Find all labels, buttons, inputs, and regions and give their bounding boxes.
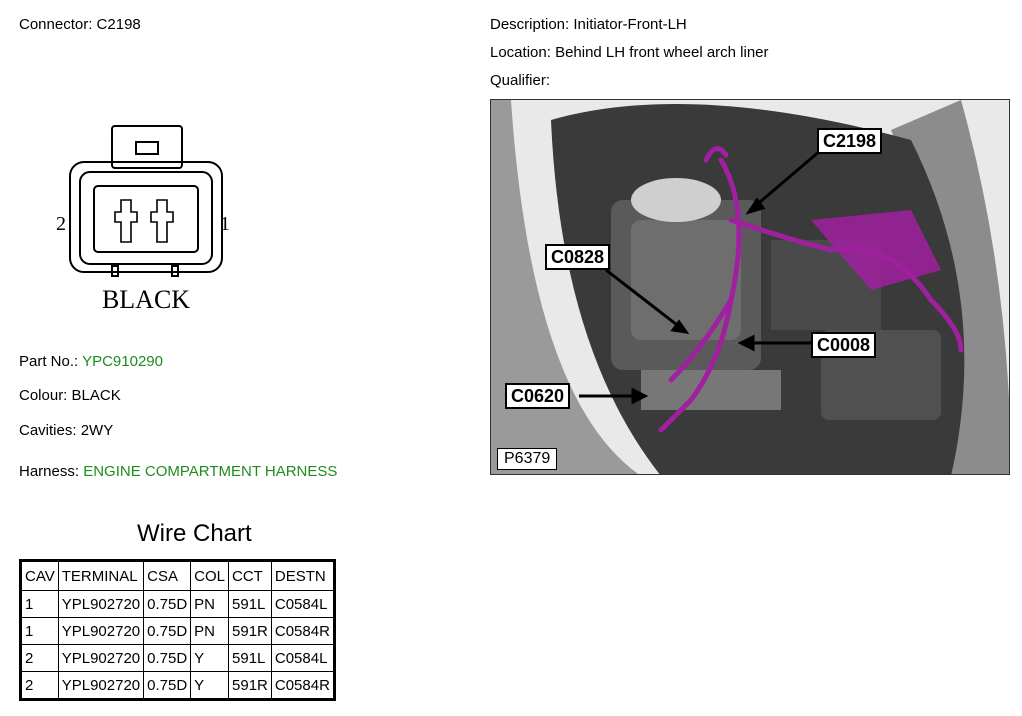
cell-col: Y [190, 671, 230, 700]
table-row: 1 YPL902720 0.75D PN 591L C0584L [20, 590, 335, 618]
location-value: Behind LH front wheel arch liner [555, 44, 769, 61]
location-label: Location: [490, 44, 551, 61]
cell-csa: 0.75D [143, 644, 192, 672]
table-row: 2 YPL902720 0.75D Y 591R C0584R [20, 671, 335, 700]
cavities-label: Cavities: [19, 422, 77, 439]
callout-c0008: C0008 [811, 332, 877, 358]
connector-value: C2198 [96, 16, 141, 33]
table-header-row: CAV TERMINAL CSA COL CCT DESTN [20, 560, 335, 591]
cell-csa: 0.75D [143, 671, 192, 700]
pin-2-label: 2 [56, 213, 66, 235]
pin-1-label: 1 [220, 213, 230, 235]
cell-cct: 591R [228, 617, 272, 645]
cell-terminal: YPL902720 [57, 644, 145, 672]
wire-chart-title: Wire Chart [137, 520, 252, 547]
harness-link[interactable]: ENGINE COMPARTMENT HARNESS [83, 463, 338, 480]
description-label: Description: [490, 16, 570, 33]
header-cav: CAV [20, 560, 59, 591]
location-photo: C2198 C0828 C0008 C0620 P6379 [490, 99, 1010, 475]
harness-label: Harness: [19, 463, 80, 480]
cell-col: Y [190, 644, 230, 672]
cell-col: PN [190, 590, 230, 618]
cavities-line: Cavities: 2WY [19, 422, 113, 439]
harness-line: Harness: ENGINE COMPARTMENT HARNESS [19, 463, 337, 480]
cell-cav: 1 [20, 617, 59, 645]
part-no-link[interactable]: YPC910290 [82, 353, 163, 370]
description-line: Description: Initiator-Front-LH [490, 16, 687, 33]
header-cct: CCT [228, 560, 272, 591]
colour-label: Colour: [19, 387, 68, 404]
cell-cav: 2 [20, 671, 59, 700]
cell-cct: 591L [228, 644, 272, 672]
callout-c0828: C0828 [545, 244, 611, 270]
table-row: 2 YPL902720 0.75D Y 591L C0584L [20, 644, 335, 672]
part-no-label: Part No.: [19, 353, 79, 370]
cell-terminal: YPL902720 [57, 617, 145, 645]
connector-label: Connector: [19, 16, 93, 33]
callout-c0620: C0620 [505, 383, 571, 409]
cell-csa: 0.75D [143, 617, 192, 645]
cell-terminal: YPL902720 [57, 671, 145, 700]
cell-destn: C0584R [270, 671, 335, 700]
photo-id-label: P6379 [497, 448, 558, 470]
wire-chart-table: CAV TERMINAL CSA COL CCT DESTN 1 YPL9027… [19, 559, 336, 701]
cell-col: PN [190, 617, 230, 645]
cell-destn: C0584L [270, 644, 335, 672]
cell-cct: 591R [228, 671, 272, 700]
cell-destn: C0584R [270, 617, 335, 645]
cell-cav: 2 [20, 644, 59, 672]
location-line: Location: Behind LH front wheel arch lin… [490, 44, 769, 61]
header-terminal: TERMINAL [57, 560, 145, 591]
qualifier-line: Qualifier: [490, 72, 550, 89]
qualifier-label: Qualifier: [490, 72, 551, 89]
diagram-colour-label: BLACK [102, 285, 190, 314]
cell-csa: 0.75D [143, 590, 192, 618]
photo-illustration [491, 100, 1009, 474]
callout-c2198: C2198 [817, 128, 883, 154]
cavities-value: 2WY [80, 422, 114, 439]
header-destn: DESTN [270, 560, 335, 591]
colour-line: Colour: BLACK [19, 387, 121, 404]
table-row: 1 YPL902720 0.75D PN 591R C0584R [20, 617, 335, 645]
colour-value: BLACK [71, 387, 121, 404]
header-col: COL [190, 560, 230, 591]
cell-destn: C0584L [270, 590, 335, 618]
connector-line: Connector: C2198 [19, 16, 141, 33]
header-csa: CSA [143, 560, 192, 591]
connector-face-diagram: 2 1 BLACK [56, 125, 230, 314]
cell-cav: 1 [20, 590, 59, 618]
cell-terminal: YPL902720 [57, 590, 145, 618]
cell-cct: 591L [228, 590, 272, 618]
description-value: Initiator-Front-LH [573, 16, 687, 33]
part-no-line: Part No.: YPC910290 [19, 353, 163, 370]
